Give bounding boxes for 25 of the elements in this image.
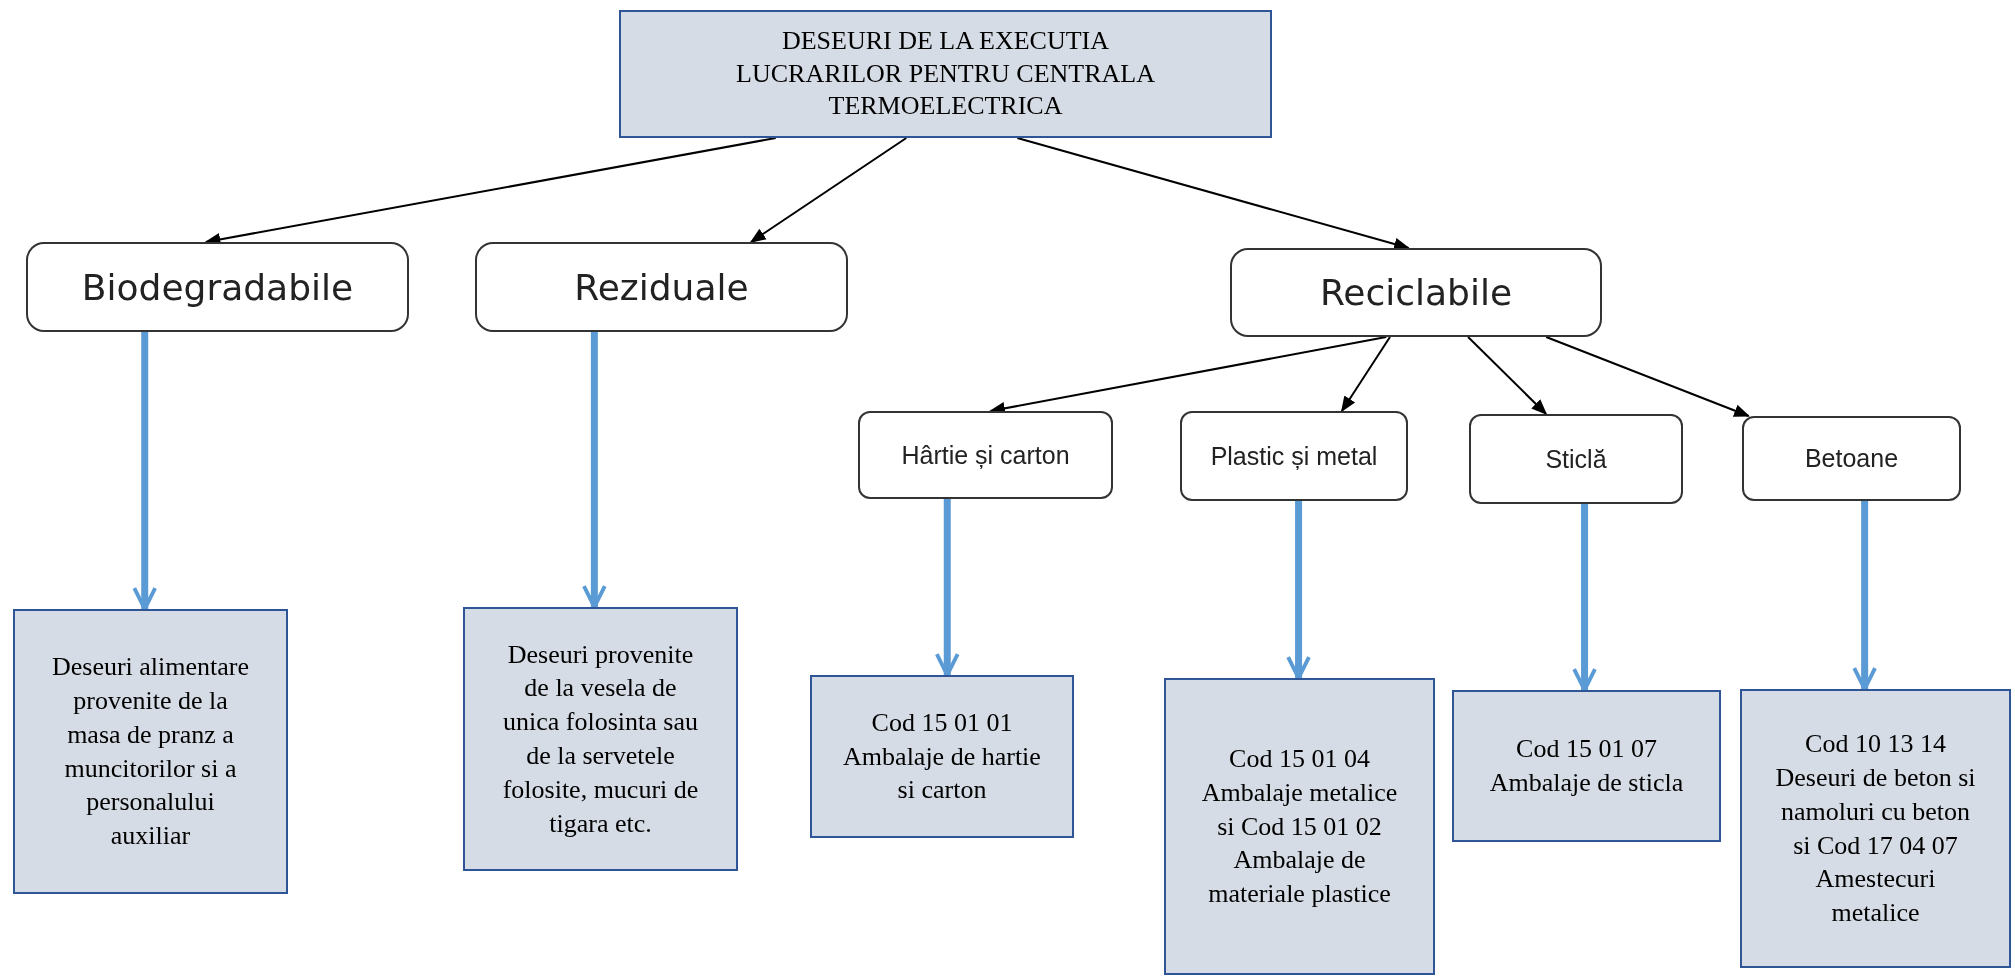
arrow — [1340, 336, 1391, 413]
subcategory-box: Sticlă — [1469, 414, 1683, 504]
subcategory-box: Plastic și metal — [1180, 411, 1408, 501]
arrow — [1286, 501, 1311, 680]
waste-code-box: Cod 15 01 04 Ambalaje metalice si Cod 15 01 02 Ambalaje de materiale plastice — [1164, 678, 1435, 975]
arrow — [582, 332, 607, 609]
arrow — [1572, 504, 1597, 692]
arrow — [1852, 501, 1877, 691]
arrow — [1467, 336, 1548, 416]
waste-code-box: Deseuri provenite de la vesela de unica folosinta sau de la servetele folosite, mucuri de tigara etc. — [463, 607, 738, 871]
arrow — [934, 499, 960, 677]
arrow — [749, 137, 908, 243]
waste-code-box: Cod 10 13 14 Deseuri de beton si namoluri cu beton si Cod 17 04 07 Amestecuri metalice — [1740, 689, 2011, 968]
subcategory-box: Betoane — [1742, 416, 1961, 501]
arrow — [1545, 336, 1751, 417]
category-box: Reciclabile — [1230, 248, 1602, 337]
arrow — [1016, 137, 1411, 251]
title-box: DESEURI DE LA EXECUTIA LUCRARILOR PENTRU CENTRALA TERMOELECTRICA — [619, 10, 1272, 138]
waste-code-box: Cod 15 01 07 Ambalaje de sticla — [1452, 690, 1721, 842]
waste-code-box: Cod 15 01 01 Ambalaje de hartie si carton — [810, 675, 1074, 838]
category-box: Biodegradabile — [26, 242, 409, 332]
subcategory-box: Hârtie și carton — [858, 411, 1113, 499]
category-box: Reziduale — [475, 242, 848, 332]
arrow — [132, 332, 158, 611]
waste-code-box: Deseuri alimentare provenite de la masa de pranz a muncitorilor si a personalului auxiliar — [13, 609, 288, 894]
